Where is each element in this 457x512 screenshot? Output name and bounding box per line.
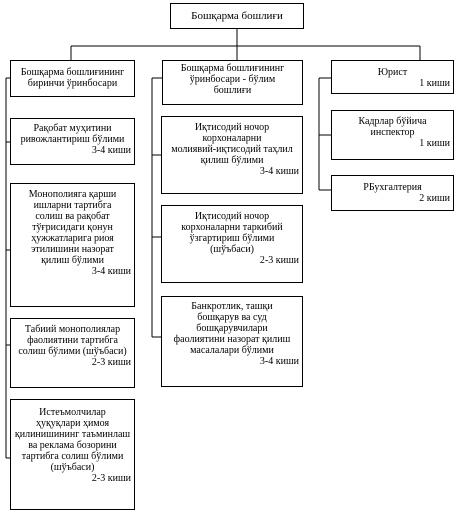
consumer-rights-dept-title: Истеъмолчилар ҳуқуқлари ҳимоя қилинишини… bbox=[14, 407, 131, 473]
first-deputy-title: Бошқарма бошлиғининг биринчи ўринбосари bbox=[20, 67, 125, 89]
financial-analysis-dept-count: 3-4 киши bbox=[259, 166, 299, 177]
restructuring-dept-title: Иқтисодий ночор корхоналарни таркибий ўз… bbox=[181, 211, 283, 255]
restructuring-dept-count: 2-3 киши bbox=[259, 255, 299, 266]
financial-analysis-dept-box: Иқтисодий ночор корхоналарни молиявий-иқ… bbox=[161, 116, 303, 194]
bankruptcy-dept-count: 3-4 киши bbox=[259, 356, 299, 367]
natural-monopoly-dept-count: 2-3 киши bbox=[91, 357, 131, 368]
accounting-title: РБухгалтерия bbox=[363, 182, 422, 193]
consumer-rights-dept-box: Истеъмолчилар ҳуқуқлари ҳимоя қилинишини… bbox=[10, 399, 135, 510]
competition-dept-count: 3-4 киши bbox=[91, 145, 131, 156]
accounting-count: 2 киши bbox=[419, 193, 450, 204]
consumer-rights-dept-count: 2-3 киши bbox=[91, 473, 131, 484]
restructuring-dept-box: Иқтисодий ночор корхоналарни таркибий ўз… bbox=[161, 205, 303, 283]
accounting-box: РБухгалтерия 2 киши bbox=[331, 175, 454, 211]
competition-dept-box: Рақобат муҳитини ривожлантириш бўлими 3-… bbox=[10, 118, 135, 165]
first-deputy-box: Бошқарма бошлиғининг биринчи ўринбосари bbox=[10, 60, 135, 97]
bankruptcy-dept-box: Банкротлик, ташқи бошқарув ва суд бошқар… bbox=[161, 296, 303, 387]
lawyer-count: 1 киши bbox=[419, 78, 450, 89]
competition-dept-title: Рақобат муҳитини ривожлантириш бўлими bbox=[20, 123, 125, 145]
deputy-head-box: Бошқарма бошлиғининг ўринбосари - бўлим … bbox=[162, 60, 303, 105]
lawyer-box: Юрист 1 киши bbox=[331, 60, 454, 94]
root-title: Бошқарма бошлиғи bbox=[191, 10, 283, 22]
bankruptcy-dept-title: Банкротлик, ташқи бошқарув ва суд бошқар… bbox=[173, 301, 291, 356]
root-box: Бошқарма бошлиғи bbox=[170, 3, 304, 29]
financial-analysis-dept-title: Иқтисодий ночор корхоналарни молиявий-иқ… bbox=[171, 122, 293, 166]
deputy-head-title: Бошқарма бошлиғининг ўринбосари - бўлим … bbox=[180, 63, 285, 96]
antimonopoly-dept-title: Монополияга қарши ишларни тартибга солиш… bbox=[28, 189, 117, 266]
antimonopoly-dept-count: 3-4 киши bbox=[91, 266, 131, 277]
antimonopoly-dept-box: Монополияга қарши ишларни тартибга солиш… bbox=[10, 183, 135, 307]
natural-monopoly-dept-title: Табиий монополиялар фаолиятини тартибга … bbox=[18, 324, 127, 357]
hr-inspector-count: 1 киши bbox=[419, 138, 450, 149]
hr-inspector-box: Кадрлар бўйича инспектор 1 киши bbox=[331, 110, 454, 160]
natural-monopoly-dept-box: Табиий монополиялар фаолиятини тартибга … bbox=[10, 318, 135, 388]
hr-inspector-title: Кадрлар бўйича инспектор bbox=[358, 116, 427, 138]
lawyer-title: Юрист bbox=[377, 67, 408, 78]
